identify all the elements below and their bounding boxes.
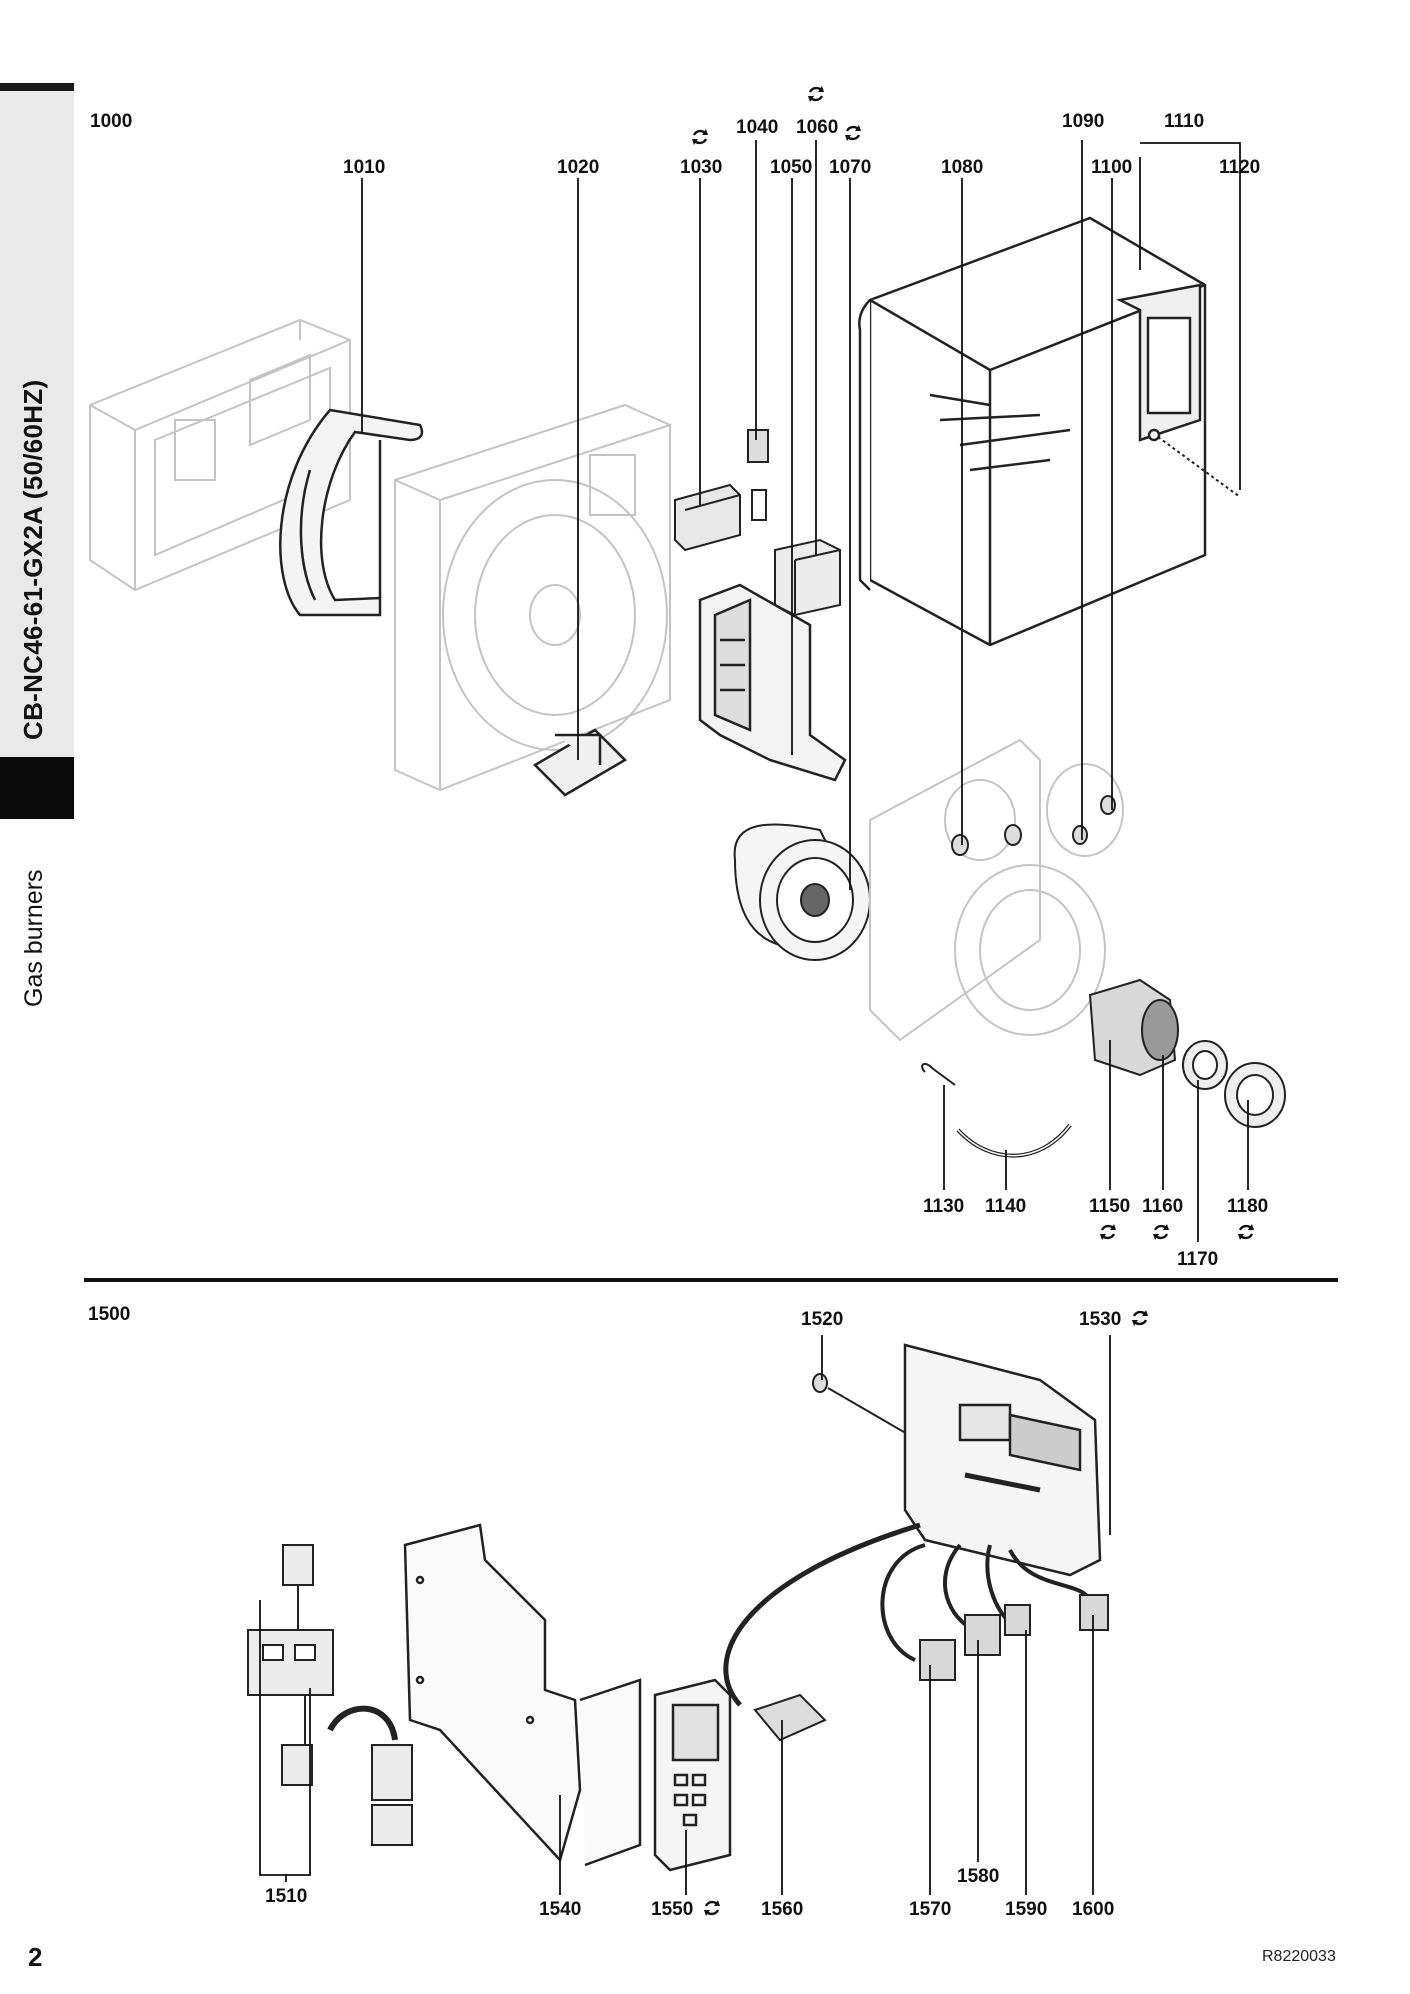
part-label-1050: 1050 xyxy=(770,157,812,178)
part-label-1530: 1530 xyxy=(1079,1309,1121,1330)
part-label-1580: 1580 xyxy=(957,1866,999,1887)
part-label-1590: 1590 xyxy=(1005,1899,1047,1920)
part-label-1090: 1090 xyxy=(1062,111,1104,132)
sidebar-model-panel xyxy=(0,91,74,757)
control-box-1530 xyxy=(903,1343,1102,1577)
rotate-arrows-icon xyxy=(1151,1222,1171,1242)
frame-1060 xyxy=(698,583,847,782)
part-label-1130: 1130 xyxy=(923,1196,964,1217)
part-label-1570: 1570 xyxy=(909,1899,951,1920)
leader-lines-top xyxy=(361,140,1249,1242)
transformer-1050 xyxy=(774,538,841,617)
part-label-1160: 1160 xyxy=(1142,1196,1183,1217)
motor-1150 xyxy=(1088,978,1179,1077)
section-label-1000: 1000 xyxy=(90,111,132,132)
part-label-1120: 1120 xyxy=(1219,157,1260,178)
rotate-arrows-icon xyxy=(806,84,826,104)
part-label-1030: 1030 xyxy=(680,157,722,178)
screw-path-1120 xyxy=(1157,436,1241,498)
pin-1130 xyxy=(921,1062,956,1086)
rotate-arrows-icon xyxy=(702,1898,722,1918)
part-label-1020: 1020 xyxy=(557,157,599,178)
part-label-1070: 1070 xyxy=(829,157,871,178)
rotate-arrows-icon xyxy=(1236,1222,1256,1242)
part-label-1060: 1060 xyxy=(796,117,838,138)
section-label-1500: 1500 xyxy=(88,1304,130,1325)
page-number: 2 xyxy=(28,1942,43,1972)
part-label-1540: 1540 xyxy=(539,1899,581,1920)
part-label-1040: 1040 xyxy=(736,117,778,138)
part-label-1010: 1010 xyxy=(343,157,385,178)
air-shroud-1010 xyxy=(279,408,424,617)
part-label-1110: 1110 xyxy=(1164,111,1204,132)
contacts-1040 xyxy=(747,429,769,521)
damper-plate-1020 xyxy=(532,728,628,797)
rotate-arrows-icon xyxy=(690,127,710,147)
rotate-arrows-icon xyxy=(1098,1222,1118,1242)
sidebar-marker-block xyxy=(0,757,74,819)
part-label-1080: 1080 xyxy=(941,157,983,178)
fan-housing-1020 xyxy=(394,403,671,792)
sidebar-top-rule xyxy=(0,83,74,91)
bracket-1540 xyxy=(403,1523,642,1867)
document-reference: R8220033 xyxy=(1262,1948,1336,1965)
fan-wheel-1070 xyxy=(733,823,871,961)
part-label-1150: 1150 xyxy=(1089,1196,1130,1217)
rear-housing-1000 xyxy=(89,318,351,592)
display-unit-1550 xyxy=(653,1678,732,1872)
part-label-1100: 1100 xyxy=(1091,157,1132,178)
rings-1160-1180 xyxy=(1182,1040,1286,1128)
part-label-1180: 1180 xyxy=(1227,1196,1268,1217)
hose-1140 xyxy=(956,1123,1072,1158)
part-label-1170: 1170 xyxy=(1177,1249,1218,1270)
relay-1030 xyxy=(674,483,741,552)
part-label-1600: 1600 xyxy=(1072,1899,1114,1920)
part-label-1510: 1510 xyxy=(265,1886,307,1907)
rotate-arrows-icon xyxy=(1130,1308,1150,1328)
part-label-1550: 1550 xyxy=(651,1899,693,1920)
cover-1110 xyxy=(858,216,1207,647)
clips-1080 xyxy=(951,795,1116,856)
part-label-1520: 1520 xyxy=(801,1309,843,1330)
part-label-1140: 1140 xyxy=(985,1196,1026,1217)
connector-1560 xyxy=(723,1522,921,1742)
mounting-plate-1080 xyxy=(869,738,1124,1042)
part-label-1560: 1560 xyxy=(761,1899,803,1920)
contactor-1510 xyxy=(247,1544,413,1846)
leader-lines-bottom xyxy=(259,1335,1111,1895)
rotate-arrows-icon xyxy=(843,123,863,143)
plugs-1570-1600 xyxy=(880,1543,1109,1681)
